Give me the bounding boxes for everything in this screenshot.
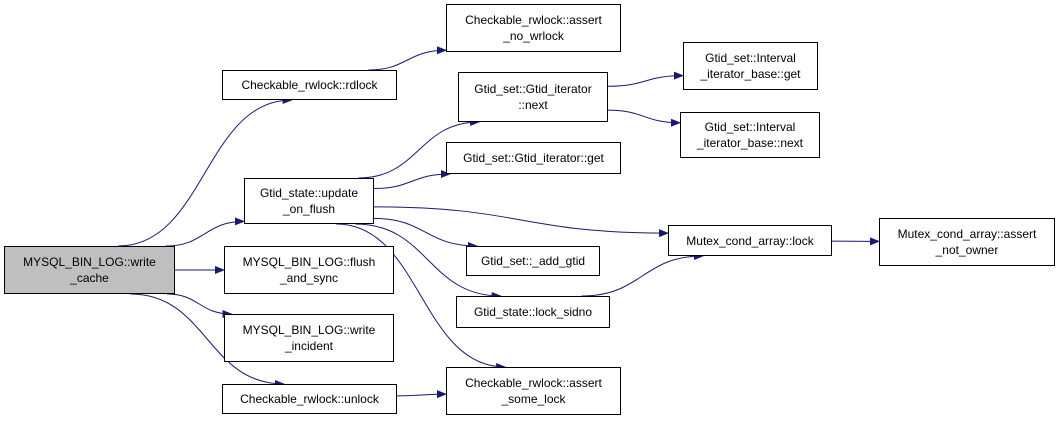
node-mysql-bin-log-write-cache: MYSQL_BIN_LOG::write_cache [4,246,175,294]
node-label-line: _iterator_base::get [700,67,801,81]
node-label-line: Gtid_set::_add_gtid [480,254,586,268]
node-label-line: Mutex_cond_array::assert [897,227,1037,241]
call-edge-gtid_iterator_next-to-interval_next [607,109,681,127]
node-label-line: MYSQL_BIN_LOG::flush [242,255,376,269]
node-label-line: Checkable_rwlock::assert [465,376,602,390]
node-label-line: MYSQL_BIN_LOG::write [23,255,156,269]
call-edge-lock_sidno-to-mutex_lock [581,252,704,297]
node-label-line: _some_lock [501,392,566,406]
node-label-line: ::next [518,98,548,112]
call-edge-update_on_flush-to-gtid_iterator_get [373,170,451,190]
node-checkable-rwlock-rdlock[interactable]: Checkable_rwlock::rdlock [222,70,397,100]
call-edge-update_on_flush-to-mutex_lock [373,206,669,238]
node-label-line: Checkable_rwlock::rdlock [241,78,378,92]
call-edge-write_cache-to-update_on_flush [165,217,245,247]
node-label-line: Mutex_cond_array::lock [686,233,814,248]
call-edge-rdlock-to-assert_no_wrlock [368,46,447,71]
node-label-line: Gtid_set::Gtid_iterator [474,82,592,96]
node-label-line: _incident [284,339,334,353]
call-edge-unlock-to-assert_some_lock [396,390,447,399]
node-label-line: _on_flush [282,202,336,216]
node-checkable-rwlock-unlock[interactable]: Checkable_rwlock::unlock [222,384,397,414]
node-label-line: Gtid_set::Interval [704,120,796,134]
call-edge-update_on_flush-to-gtid_iterator_next [358,118,481,179]
node-gtid-set-gtid-iterator-next[interactable]: Gtid_set::Gtid_iterator::next [458,72,608,122]
call-edge-write_cache-to-write_incident [166,293,233,318]
node-gtid-set-interval-iterator-base-get[interactable]: Gtid_set::Interval_iterator_base::get [683,42,818,90]
node-label-line: Gtid_set::Interval [705,51,796,65]
node-mysql-bin-log-flush-and-sync[interactable]: MYSQL_BIN_LOG::flush_and_sync [224,246,394,294]
call-edge-gtid_iterator_next-to-interval_get [607,71,684,87]
node-label-line: _cache [70,271,109,285]
node-gtid-state-lock-sidno[interactable]: Gtid_state::lock_sidno [456,296,610,328]
node-label-line: Checkable_rwlock::unlock [240,392,379,406]
node-label-line: Checkable_rwlock::assert [465,13,602,27]
call-edge-update_on_flush-to-lock_sidno [355,223,502,300]
node-label-line: Gtid_state::update [259,186,359,200]
node-gtid-set-interval-iterator-base-next[interactable]: Gtid_set::Interval_iterator_base::next [680,112,820,158]
node-mutex-cond-array-lock[interactable]: Mutex_cond_array::lock [668,225,832,256]
node-mysql-bin-log-write-incident[interactable]: MYSQL_BIN_LOG::write_incident [224,314,394,362]
call-edge-update_on_flush-to-assert_some_lock [336,223,507,371]
node-label-line: _no_wrlock [503,29,564,43]
node-mutex-cond-array-assert-not-owner[interactable]: Mutex_cond_array::assert_not_owner [879,218,1055,266]
node-checkable-rwlock-assert-some-lock[interactable]: Checkable_rwlock::assert_some_lock [446,367,621,415]
call-edge-write_cache-to-unlock [130,293,285,388]
call-edge-write_cache-to-rdlock [118,96,293,247]
node-label-line: _and_sync [279,271,339,285]
node-gtid-state-update-on-flush[interactable]: Gtid_state::update_on_flush [244,178,374,224]
node-checkable-rwlock-assert-no-wrlock[interactable]: Checkable_rwlock::assert_no_wrlock [446,4,621,52]
node-label-line: Gtid_set::Gtid_iterator::get [463,151,604,165]
node-label-line: Gtid_state::lock_sidno [473,305,593,319]
call-edge-update_on_flush-to-add_gtid [373,217,478,250]
node-label-line: _not_owner [935,243,999,257]
node-gtid-set-gtid-iterator-get[interactable]: Gtid_set::Gtid_iterator::get [446,142,621,174]
node-label-line: MYSQL_BIN_LOG::write [242,323,376,337]
node-label-line: _iterator_base::next [696,136,804,150]
node-gtid-set-add-gtid[interactable]: Gtid_set::_add_gtid [466,246,600,276]
